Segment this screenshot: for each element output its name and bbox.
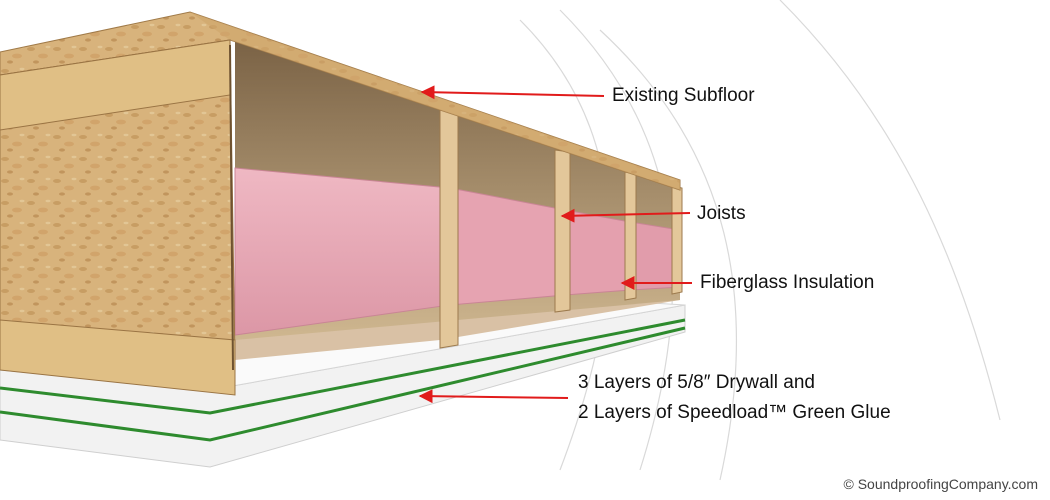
label-existing-subfloor: Existing Subfloor	[612, 85, 755, 106]
copyright-notice: © SoundproofingCompany.com	[843, 476, 1039, 492]
arrow-subfloor	[420, 85, 605, 100]
arrow-drywall	[418, 389, 569, 404]
arrow-joists	[560, 208, 691, 223]
callout-arrows	[418, 85, 692, 404]
label-drywall-line-2: 2 Layers of Speedload™ Green Glue	[578, 402, 891, 423]
label-fiberglass-insulation: Fiberglass Insulation	[700, 272, 875, 293]
label-joists: Joists	[697, 203, 746, 224]
green-glue-layer-1	[0, 318, 686, 415]
interior-joists	[439, 109, 683, 349]
green-glue-layer-2	[0, 326, 686, 442]
rim-joist	[0, 39, 236, 396]
label-drywall-line-1: 3 Layers of 5/8″ Drywall and	[578, 372, 815, 393]
